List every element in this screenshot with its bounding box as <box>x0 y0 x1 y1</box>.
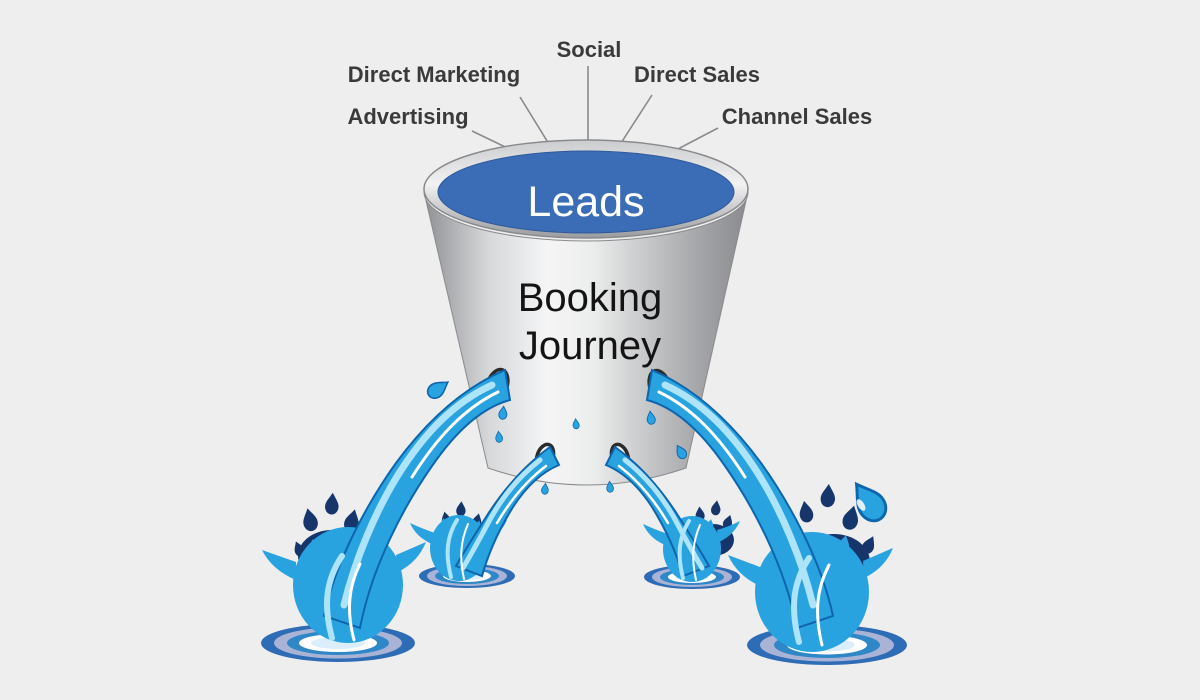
stream-highlight <box>460 457 543 571</box>
label-channel-sales: Channel Sales <box>722 104 872 129</box>
stream-upper-right <box>645 368 835 630</box>
splash-highlight <box>460 523 469 580</box>
splash-highlight <box>445 518 459 579</box>
splash-highlight <box>816 563 831 647</box>
bucket-top-label: Leads <box>527 178 644 226</box>
splash-side-spike <box>262 550 296 580</box>
water-streams <box>322 368 835 630</box>
stream-highlight <box>495 464 548 525</box>
stream-highlight <box>617 464 670 525</box>
label-advertising: Advertising <box>347 104 468 129</box>
stream-highlight <box>410 390 500 479</box>
splash-side-spike <box>643 524 668 545</box>
label-direct-sales: Direct Sales <box>634 62 760 87</box>
splash-side-spike <box>717 521 740 542</box>
label-social: Social <box>557 37 622 62</box>
bucket-body-label-line1: Booking <box>518 276 663 320</box>
stream-highlight <box>340 381 496 609</box>
bucket-body-label-line2: Journey <box>519 324 661 368</box>
leads-water-surface <box>437 150 735 234</box>
splash-side-spike <box>410 523 435 544</box>
water-droplets <box>423 375 893 528</box>
label-direct-marketing: Direct Marketing <box>348 62 520 87</box>
splash-highlight <box>324 553 345 641</box>
water-highlights <box>324 381 831 647</box>
bucket-body-label: Booking Journey <box>518 276 663 368</box>
stream-highlight <box>661 381 817 609</box>
splash-side-spike <box>396 542 426 572</box>
splash-side-spike <box>863 548 893 578</box>
splash-highlight <box>677 519 691 580</box>
splash-highlight <box>348 562 362 642</box>
stream-highlight <box>657 390 747 479</box>
stream-upper-left <box>322 368 512 630</box>
droplet-highlight <box>856 499 866 511</box>
stream-lower-left <box>454 445 561 578</box>
source-labels: Advertising Direct Marketing Social Dire… <box>347 37 872 129</box>
splash-highlight <box>791 555 812 645</box>
stream-highlight <box>622 457 705 571</box>
splash-highlight <box>692 524 701 581</box>
splash-side-spike <box>728 555 760 585</box>
